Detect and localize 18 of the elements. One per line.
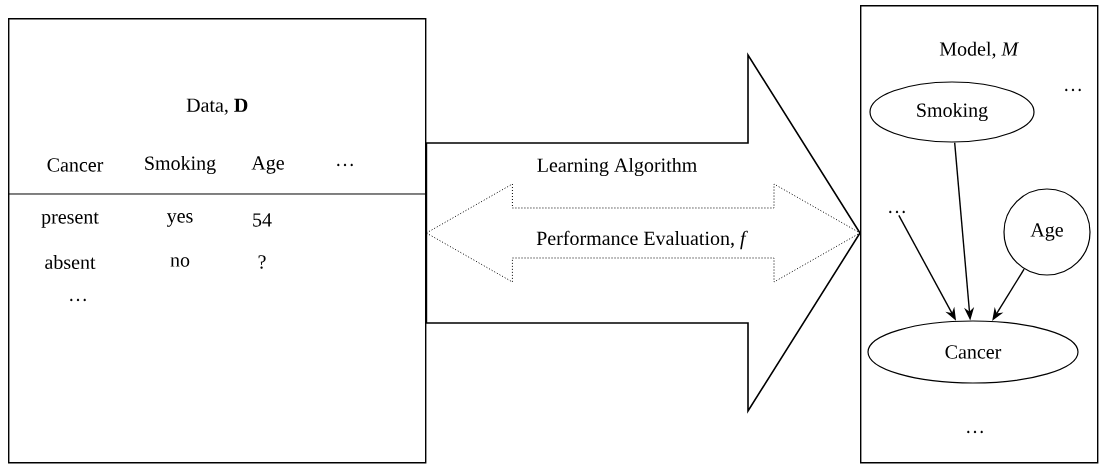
table-cell: …: [70, 298, 86, 302]
table-header: …: [337, 163, 353, 167]
table-cell: 54: [253, 213, 272, 227]
table-header: Smoking: [145, 155, 216, 175]
ellipsis: …: [889, 210, 905, 214]
table-cell: ?: [258, 255, 266, 269]
edge-label: Learning Algorithm: [535, 156, 699, 178]
table-cell: yes: [166, 213, 193, 227]
ellipsis: …: [967, 430, 983, 434]
dotted-double-arrow: [425, 183, 861, 283]
table-cell: absent: [45, 254, 96, 269]
table-header: Cancer: [47, 158, 104, 172]
table-cell: present: [41, 212, 99, 228]
table-header: Age: [251, 156, 284, 174]
edge-label: Performance Evaluation, f: [535, 229, 749, 251]
ellipsis: …: [1065, 88, 1081, 92]
table-cell: no: [170, 257, 190, 267]
block-arrow: [425, 52, 861, 414]
